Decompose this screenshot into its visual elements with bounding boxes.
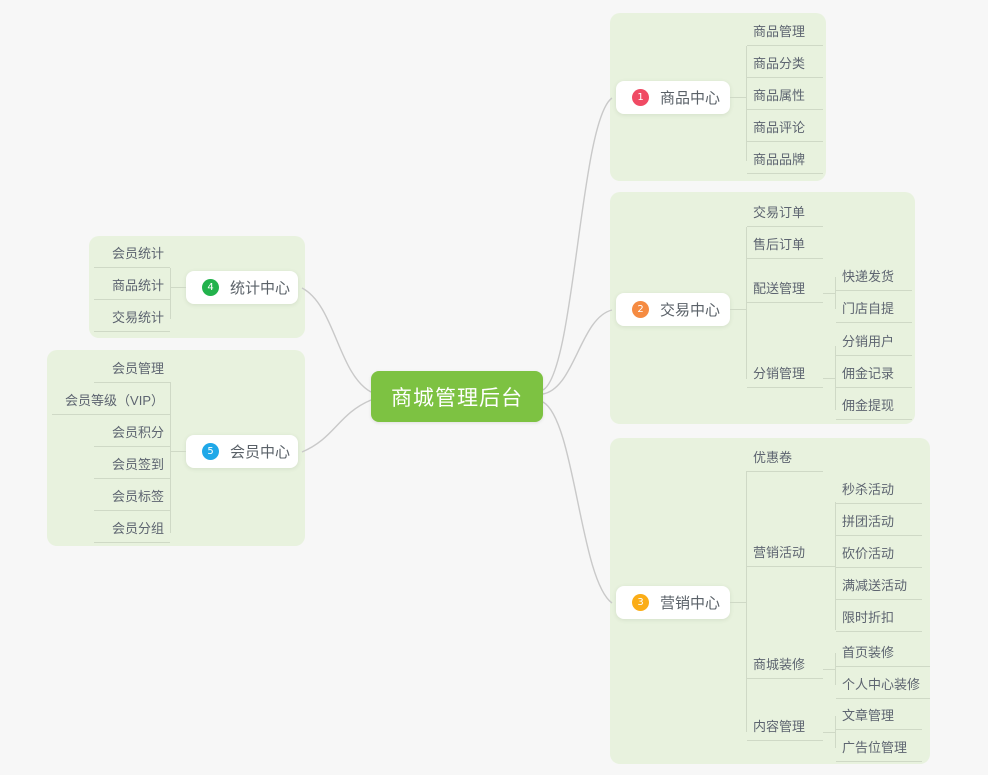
connector-trade-stub [730,309,746,310]
branch-label-marketing: 营销中心 [660,595,721,612]
item-content-2[interactable]: 广告位管理 [836,736,922,762]
branch-badge-5: 5 [202,443,219,460]
item-marketing-3[interactable]: 商城装修 [747,653,823,679]
connector-marketing-spine [746,471,747,732]
branch-badge-2: 2 [632,301,649,318]
connector-product-stub [730,97,746,98]
connector-statistics-stub [170,287,186,288]
item-member-2[interactable]: 会员等级（VIP） [52,389,170,415]
item-trade-4[interactable]: 分销管理 [747,362,823,388]
item-marketing-1[interactable]: 优惠卷 [747,446,823,472]
branch-label-member: 会员中心 [230,444,291,461]
connector-campaign-spine [835,502,836,630]
item-delivery-1[interactable]: 快递发货 [836,265,912,291]
item-trade-2[interactable]: 售后订单 [747,233,823,259]
item-campaign-2[interactable]: 拼团活动 [836,510,922,536]
item-campaign-1[interactable]: 秒杀活动 [836,478,922,504]
branch-node-marketing[interactable]: 3 营销中心 [616,586,730,619]
connector-distribution-stub [823,378,835,379]
connector-delivery-stub [823,293,835,294]
root-label: 商城管理后台 [391,386,523,410]
item-trade-3[interactable]: 配送管理 [747,277,823,303]
item-distribution-2[interactable]: 佣金记录 [836,362,912,388]
item-content-1[interactable]: 文章管理 [836,704,922,730]
connector-marketing-stub [730,602,746,603]
item-statistics-2[interactable]: 商品统计 [94,274,170,300]
item-product-3[interactable]: 商品属性 [747,84,823,110]
branch-badge-3: 3 [632,594,649,611]
item-marketing-4[interactable]: 内容管理 [747,715,823,741]
branch-node-statistics[interactable]: 4 统计中心 [186,271,298,304]
branch-badge-1: 1 [632,89,649,106]
item-member-3[interactable]: 会员积分 [94,421,170,447]
item-product-2[interactable]: 商品分类 [747,52,823,78]
branch-label-statistics: 统计中心 [230,280,291,297]
connector-distribution-spine [835,346,836,410]
item-statistics-1[interactable]: 会员统计 [94,242,170,268]
item-product-5[interactable]: 商品品牌 [747,148,823,174]
item-decoration-1[interactable]: 首页装修 [836,641,930,667]
branch-label-trade: 交易中心 [660,302,721,319]
item-trade-1[interactable]: 交易订单 [747,201,823,227]
item-member-1[interactable]: 会员管理 [94,357,170,383]
connector-content-spine [835,716,836,748]
connector-decoration-spine [835,653,836,685]
branch-node-member[interactable]: 5 会员中心 [186,435,298,468]
item-distribution-1[interactable]: 分销用户 [836,330,912,356]
item-product-1[interactable]: 商品管理 [747,20,823,46]
branch-node-product[interactable]: 1 商品中心 [616,81,730,114]
connector-trade-spine [746,227,747,379]
connector-decoration-stub [823,669,835,670]
item-distribution-3[interactable]: 佣金提现 [836,394,912,420]
item-statistics-3[interactable]: 交易统计 [94,306,170,332]
item-delivery-2[interactable]: 门店自提 [836,297,912,323]
item-product-4[interactable]: 商品评论 [747,116,823,142]
branch-badge-4: 4 [202,279,219,296]
connector-member-stub [170,451,186,452]
item-marketing-2[interactable]: 营销活动 [747,541,823,567]
connector-member-spine [170,382,171,533]
connector-product-spine [746,46,747,161]
item-decoration-2[interactable]: 个人中心装修 [836,673,930,699]
connector-campaign-stub [823,566,835,567]
connector-statistics-spine [170,268,171,319]
branch-node-trade[interactable]: 2 交易中心 [616,293,730,326]
item-campaign-4[interactable]: 满减送活动 [836,574,922,600]
connector-content-stub [823,732,835,733]
item-member-4[interactable]: 会员签到 [94,453,170,479]
item-campaign-5[interactable]: 限时折扣 [836,606,922,632]
branch-label-product: 商品中心 [660,90,721,107]
item-campaign-3[interactable]: 砍价活动 [836,542,922,568]
root-node[interactable]: 商城管理后台 [371,371,543,422]
item-member-6[interactable]: 会员分组 [94,517,170,543]
connector-delivery-spine [835,277,836,309]
item-member-5[interactable]: 会员标签 [94,485,170,511]
